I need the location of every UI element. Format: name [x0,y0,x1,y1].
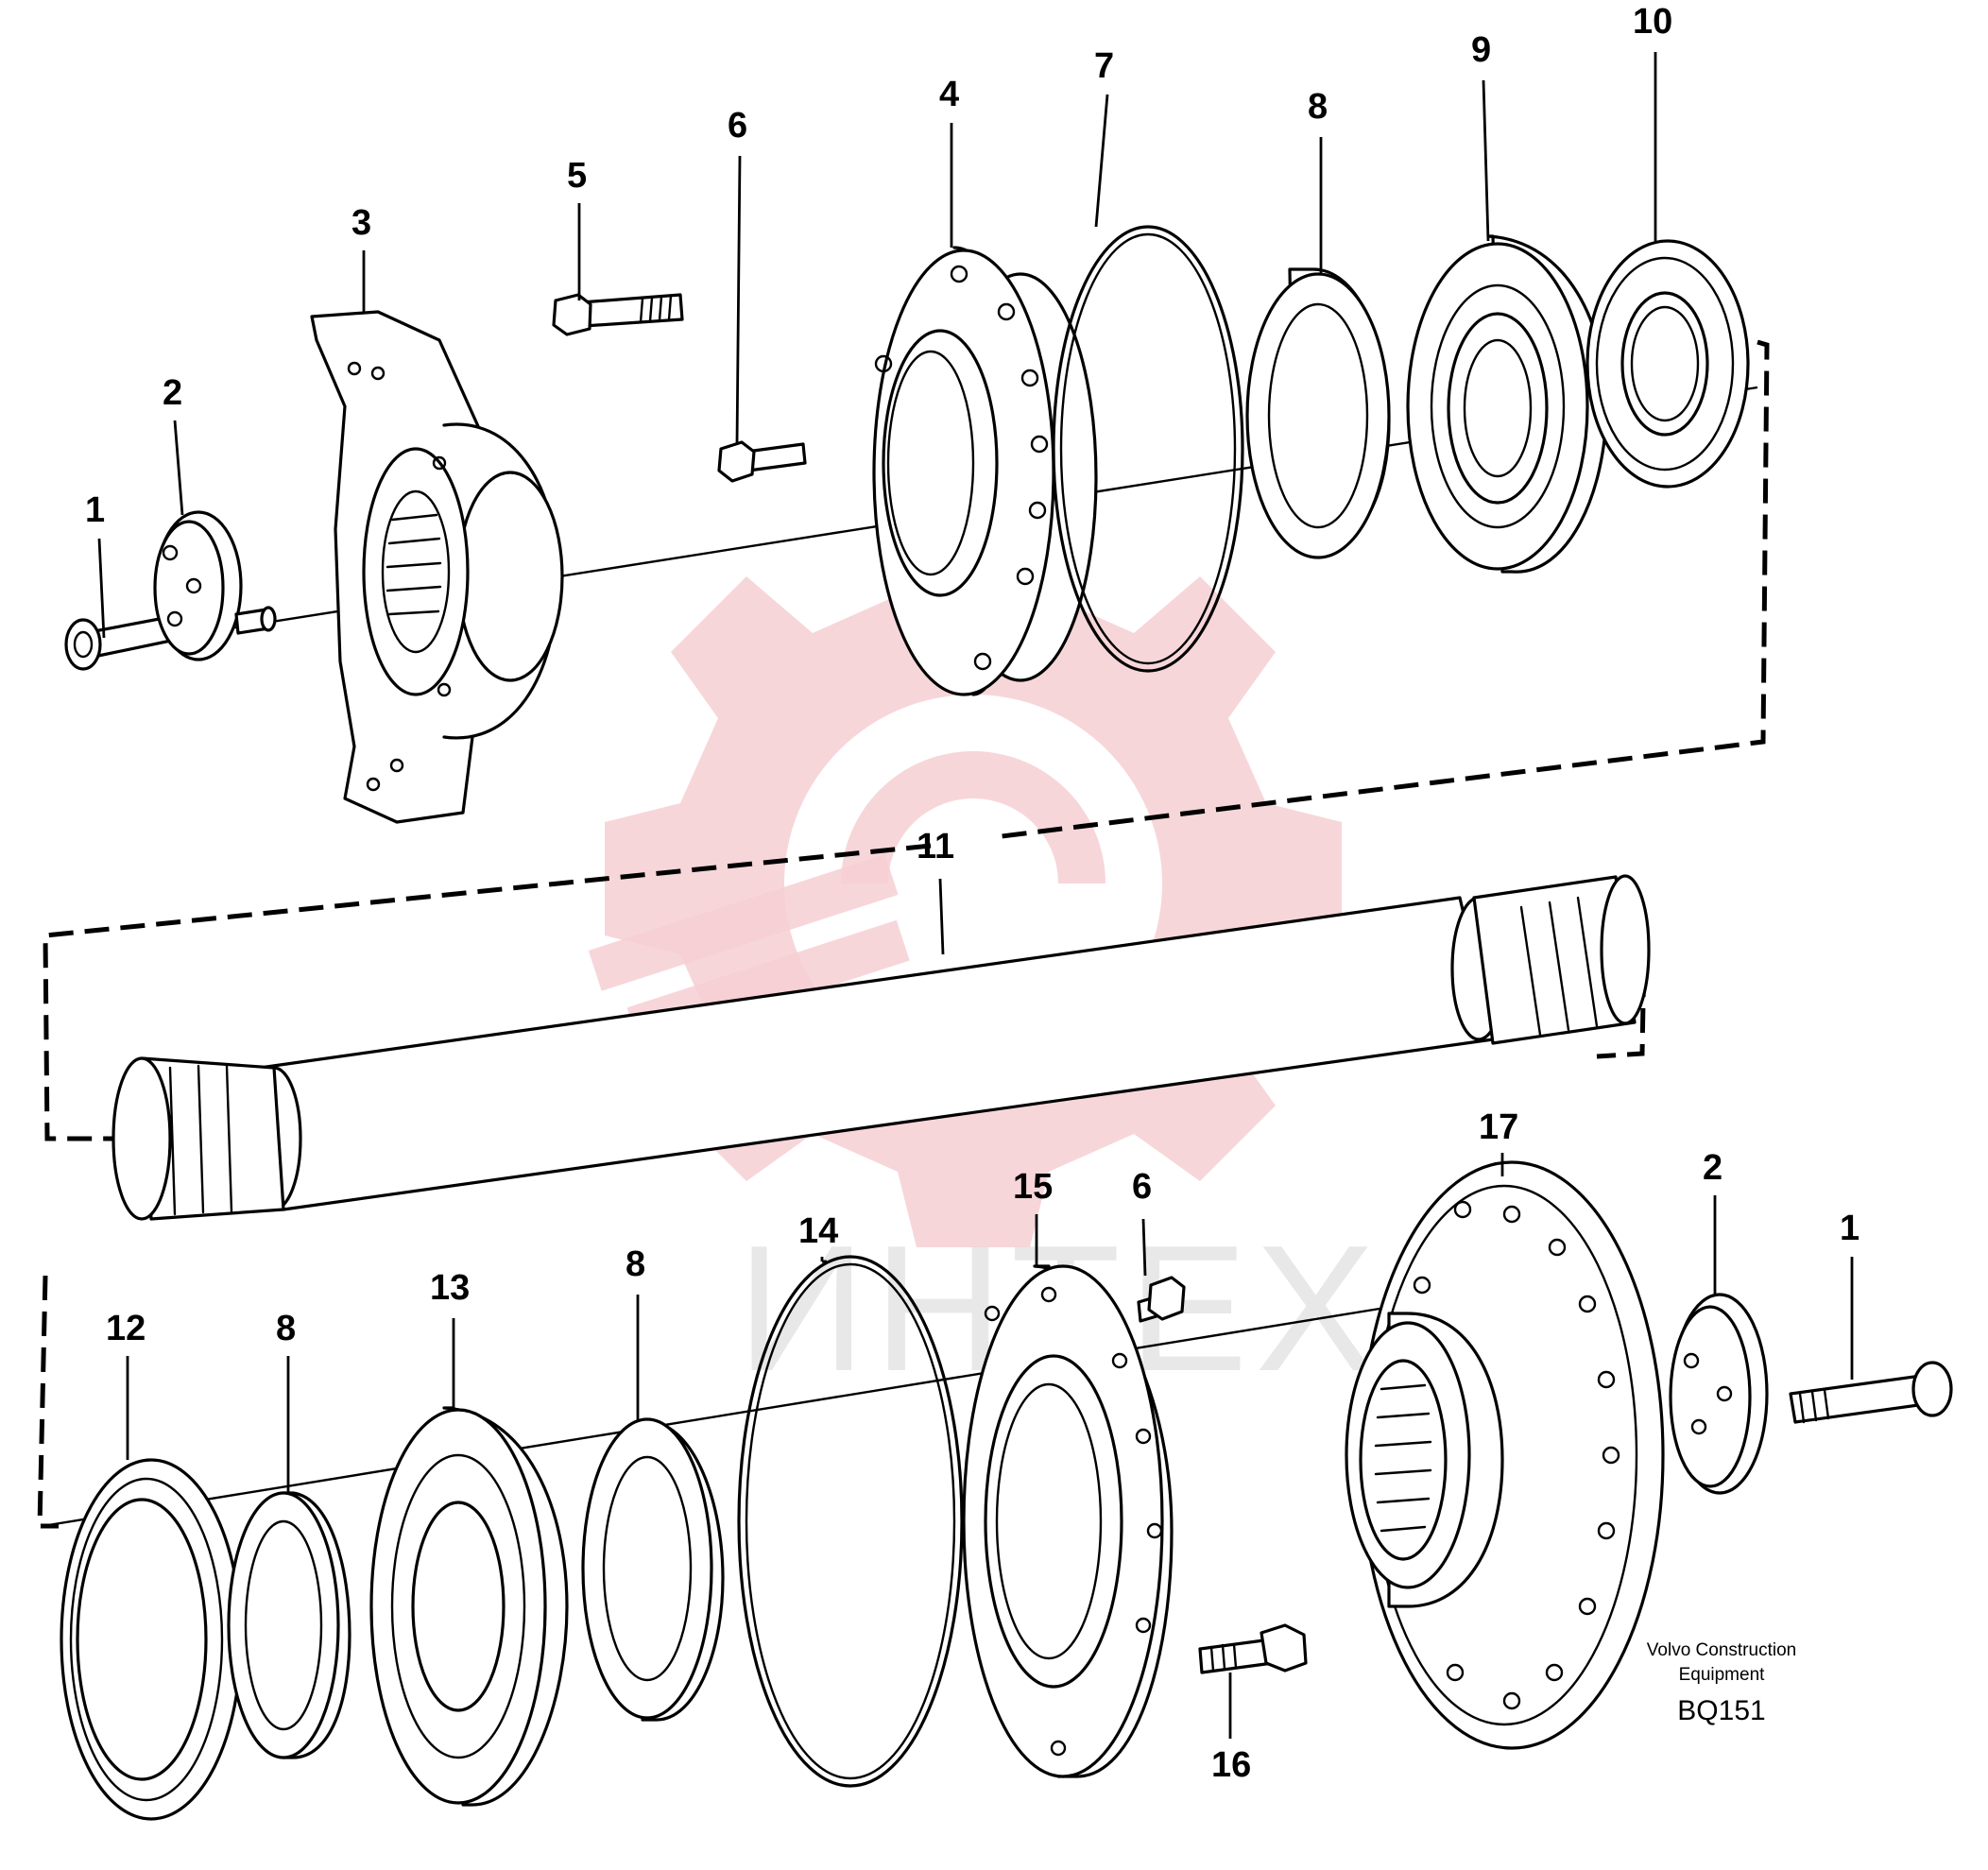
callout-5: 5 [567,156,587,196]
part-4-housing [872,246,1098,696]
callout-8-upper: 8 [1308,87,1328,127]
callout-6-upper: 6 [728,106,747,146]
part-13-bearing [369,1406,569,1807]
credit-line-2: Equipment [1679,1665,1766,1685]
part-7-o-ring-upper [1052,225,1244,673]
part-8-seal-ring-upper [1245,267,1391,559]
callout-16: 16 [1211,1745,1251,1785]
callout-4: 4 [939,75,959,114]
part-6-bolt-lower [1137,1276,1186,1323]
leader-lines [97,52,1854,1739]
callout-13: 13 [430,1268,470,1308]
callout-1-upper: 1 [85,490,105,530]
part-2-washer-upper [153,510,277,661]
callout-2-lower: 2 [1703,1148,1722,1188]
part-1-bolt-lower [1789,1361,1953,1424]
callout-7: 7 [1094,46,1114,86]
callout-14: 14 [798,1211,838,1251]
part-17-flange [1345,1160,1665,1750]
part-5-bolt [552,293,684,336]
callout-1-lower: 1 [1840,1209,1859,1248]
part-2-washer-lower [1669,1293,1769,1495]
credit-line-1: Volvo Construction [1647,1640,1796,1660]
callout-12: 12 [106,1309,146,1348]
callout-6-lower: 6 [1132,1167,1152,1207]
part-6-bolt-upper [717,440,807,483]
callout-15: 15 [1013,1167,1053,1207]
callout-17: 17 [1479,1107,1518,1147]
callout-2-upper: 2 [163,373,182,413]
callout-8-lower-middle: 8 [626,1244,645,1284]
part-16-bolt [1198,1623,1308,1674]
part-14-o-ring-lower [737,1255,964,1788]
drawing-code: BQ151 [1677,1695,1765,1726]
callout-3: 3 [351,203,371,243]
callout-8-lower-left: 8 [276,1309,296,1348]
part-8-seal-ring-lower-left [227,1491,351,1759]
callout-labels: 1 2 3 5 6 4 7 8 9 10 11 12 8 13 8 14 15 … [85,2,1859,1785]
credit-block: Volvo Construction Equipment BQ151 [1647,1640,1796,1726]
part-12-seal [60,1458,243,1821]
callout-10: 10 [1633,2,1672,42]
part-15-cover [962,1264,1174,1778]
part-11-shaft [111,874,1651,1221]
part-10-seal [1585,239,1750,489]
part-9-bearing [1406,234,1608,574]
part-8-seal-ring-lower-middle [581,1417,725,1722]
callout-9: 9 [1471,30,1491,70]
callout-11: 11 [917,827,954,866]
part-3-yoke-flange [310,310,564,824]
